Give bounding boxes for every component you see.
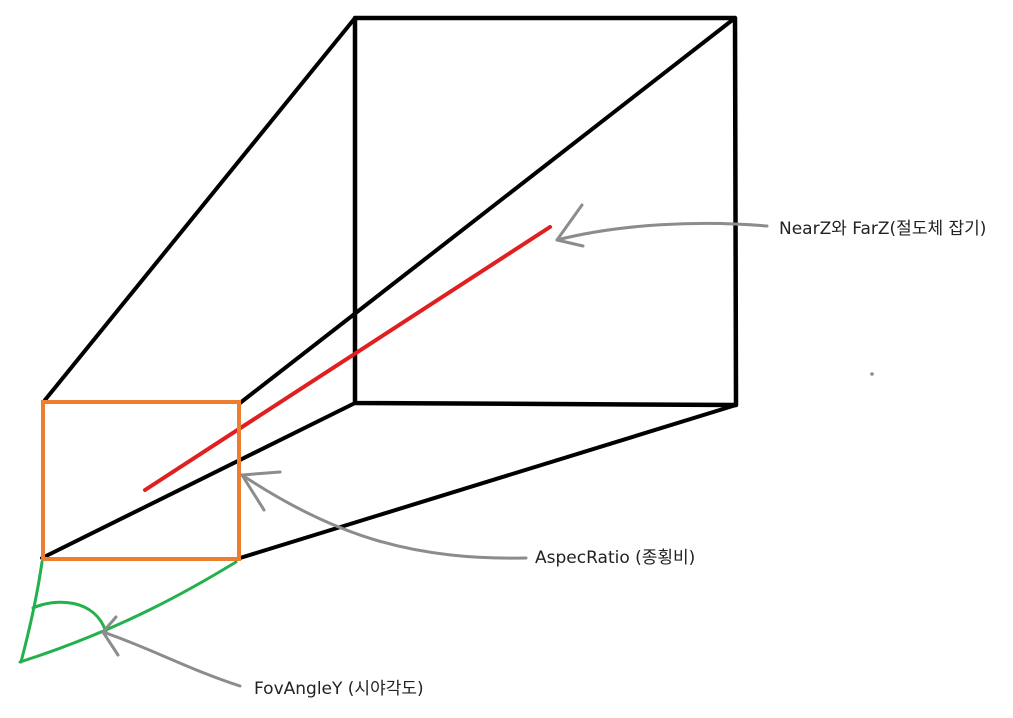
label-near-far: NearZ와 FarZ(절도체 잡기) — [779, 219, 987, 239]
arrow-aspect-head — [240, 470, 282, 512]
stray-dot — [870, 372, 874, 376]
frustum-edge-top-left — [43, 16, 357, 402]
frustum-outline — [40, 15, 739, 560]
near-plane — [41, 400, 241, 561]
arrows — [101, 203, 769, 688]
far-plane-diagonal — [238, 16, 737, 405]
fov-arc — [31, 600, 108, 634]
fov-edge-left — [19, 560, 44, 664]
far-plane — [352, 15, 739, 408]
frustum-edge-bottom-right — [238, 403, 738, 560]
arrow-aspect-shaft — [240, 473, 528, 560]
arrow-fov-head — [101, 615, 120, 657]
fov-edge-right — [18, 560, 238, 664]
arrow-nearfar-head — [555, 203, 585, 248]
label-fov-angle: FovAngleY (시야각도) — [254, 679, 424, 699]
fov-lines — [18, 560, 238, 664]
depth-line — [143, 225, 552, 492]
arrow-fov-shaft — [101, 630, 242, 688]
label-aspect-ratio: AspecRatio (종횡비) — [535, 548, 696, 568]
arrow-nearfar-shaft — [555, 221, 769, 242]
frustum-edge-bottom-left — [40, 401, 357, 560]
